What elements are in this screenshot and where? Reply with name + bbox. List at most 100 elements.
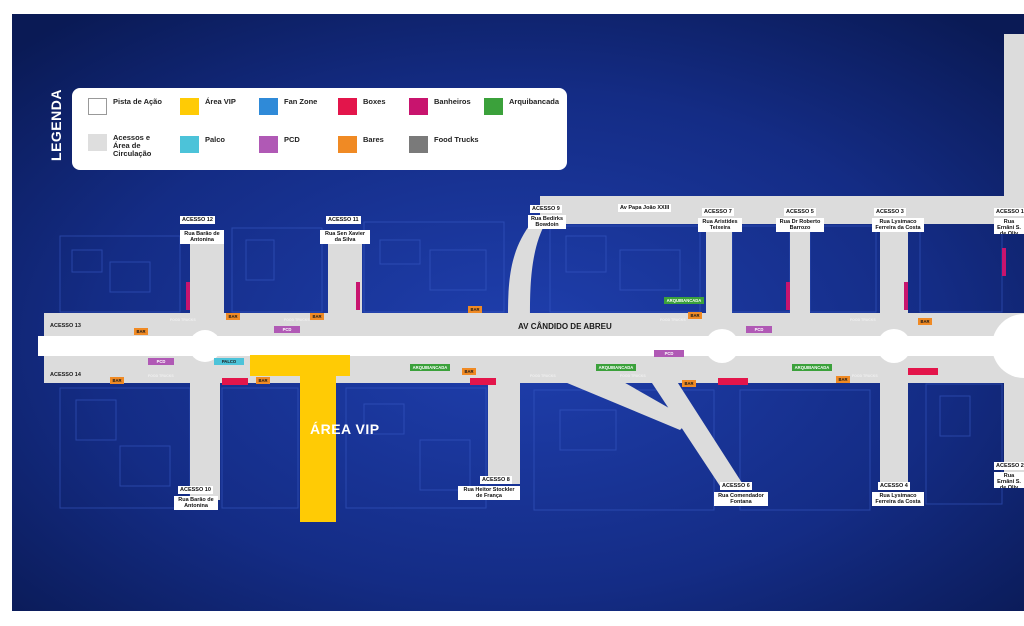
legend-swatch-fanzone (259, 98, 278, 115)
legend-item-palco: Palco (180, 136, 225, 156)
access-2-street: Rua Ernâni S. de Oliv (994, 472, 1024, 488)
boxes-tag[interactable] (908, 368, 938, 375)
building-outlines (59, 221, 1003, 511)
race-track (38, 314, 1024, 378)
legend-swatch-banheiros (409, 98, 428, 115)
bar-tag[interactable]: BAR (682, 380, 696, 387)
bar-tag[interactable]: BAR (836, 376, 850, 383)
bar-tag[interactable]: BAR (918, 318, 932, 325)
legend-label-vip: Área VIP (205, 97, 236, 106)
legend-label-banheiros: Banheiros (434, 97, 471, 106)
boxes-markers (186, 248, 1006, 310)
access-7-street: Rua Aristides Teixeira (698, 218, 742, 232)
legend-item-arquibancada: Arquibancada (484, 98, 559, 118)
access-10-label[interactable]: ACESSO 10 (178, 486, 213, 494)
legend-label-acessos: Acessos e Área de Circulação (113, 133, 152, 158)
access-5-street: Rua Dr Roberto Barrozo (776, 218, 824, 232)
food-trucks-tag: FOOD TRUCKS (620, 374, 646, 378)
boxes-tag[interactable] (222, 378, 248, 385)
legend-item-fanzone: Fan Zone (259, 98, 317, 118)
access-8-street: Rua Heitor Stockler de França (458, 486, 520, 500)
pcd-tag[interactable]: PCD (654, 350, 684, 357)
access-12-street: Rua Barão de Antonina (180, 230, 224, 244)
access-5-label[interactable]: ACESSO 5 (784, 208, 816, 216)
legend-swatch-palco (180, 136, 199, 153)
bar-tag[interactable]: BAR (468, 306, 482, 313)
legend-swatch-bares (338, 136, 357, 153)
palco-tag[interactable]: PALCO (214, 358, 244, 365)
legend-label-arquibancada: Arquibancada (509, 97, 560, 106)
bar-tag[interactable]: BAR (462, 368, 476, 375)
legend-label-pista: Pista de Ação (113, 97, 162, 106)
legend-item-foodtrucks: Food Trucks (409, 136, 479, 156)
access-13-label: ACESSO 13 (50, 323, 81, 329)
access-12-name: ACESSO 12 (182, 217, 213, 223)
access-6-name: ACESSO 6 (722, 483, 750, 489)
legend-label-foodtrucks: Food Trucks (434, 135, 479, 144)
bar-tag[interactable]: BAR (310, 313, 324, 320)
access-10-name: ACESSO 10 (180, 487, 211, 493)
access-8-label[interactable]: ACESSO 8 (480, 476, 512, 484)
legend-item-boxes: Boxes (338, 98, 386, 118)
access-7-name: ACESSO 7 (704, 209, 732, 215)
access-9-street: Rua Bedirks Bowdoin (528, 215, 566, 229)
access-2-name: ACESSO 2 (996, 463, 1024, 469)
access-5-name: ACESSO 5 (786, 209, 814, 215)
pcd-tag[interactable]: PCD (746, 326, 772, 333)
access-14-label: ACESSO 14 (50, 372, 81, 378)
bar-tag[interactable]: BAR (226, 313, 240, 320)
access-8-name: ACESSO 8 (482, 477, 510, 483)
legend-item-vip: Área VIP (180, 98, 236, 118)
access-3-street: Rua Lysimaco Ferreira da Costa (872, 218, 924, 232)
access-4-street: Rua Lysimaco Ferreira da Costa (872, 492, 924, 506)
access-3-label[interactable]: ACESSO 3 (874, 208, 906, 216)
bar-tag[interactable]: BAR (110, 377, 124, 384)
access-3-name: ACESSO 3 (876, 209, 904, 215)
legend-label-fanzone: Fan Zone (284, 97, 318, 106)
access-6-label[interactable]: ACESSO 6 (720, 482, 752, 490)
vip-area[interactable] (250, 355, 350, 522)
access-4-name: ACESSO 4 (880, 483, 908, 489)
food-trucks-tag: FOOD TRUCKS (284, 318, 310, 322)
legend-item-pcd: PCD (259, 136, 300, 156)
access-12-label[interactable]: ACESSO 12 (180, 216, 215, 224)
arquibancada-tag[interactable]: ARQUIBANCADA (410, 364, 450, 371)
access-9-name: ACESSO 9 (532, 206, 560, 212)
legend-label-palco: Palco (205, 135, 226, 144)
access-11-label[interactable]: ACESSO 11 (326, 216, 361, 224)
access-7-label[interactable]: ACESSO 7 (702, 208, 734, 216)
access-1-street: Rua Ernâni S. de Oliv (994, 218, 1024, 234)
food-trucks-tag: FOOD TRUCKS (170, 318, 196, 322)
pcd-tag[interactable]: PCD (148, 358, 174, 365)
legend-swatch-acessos (88, 134, 107, 151)
legend-label-bares: Bares (363, 135, 384, 144)
access-1-name: ACESSO 1 (996, 209, 1024, 215)
arquibancada-tag[interactable]: ARQUIBANCADA (664, 297, 704, 304)
vip-area-label: ÁREA VIP (310, 421, 380, 437)
access-10-street: Rua Barão de Antonina (174, 496, 218, 510)
legend-item-bares: Bares (338, 136, 384, 156)
av-papa-joao-label: Av Papa João XXIII (618, 204, 672, 212)
legend-swatch-arquibancada (484, 98, 503, 115)
access-6-street: Rua Comendador Fontana (714, 492, 768, 506)
access-9-label[interactable]: ACESSO 9 (530, 205, 562, 213)
access-4-label[interactable]: ACESSO 4 (878, 482, 910, 490)
legend-label-pcd: PCD (284, 135, 300, 144)
bar-tag[interactable]: BAR (134, 328, 148, 335)
arquibancada-tag[interactable]: ARQUIBANCADA (792, 364, 832, 371)
boxes-tag[interactable] (470, 378, 496, 385)
arquibancada-tag[interactable]: ARQUIBANCADA (596, 364, 636, 371)
food-trucks-tag: FOOD TRUCKS (852, 374, 878, 378)
food-trucks-tag: FOOD TRUCKS (148, 374, 174, 378)
access-11-name: ACESSO 11 (328, 217, 359, 223)
pcd-tag[interactable]: PCD (274, 326, 300, 333)
legend-swatch-boxes (338, 98, 357, 115)
access-1-label[interactable]: ACESSO 1 (994, 208, 1024, 216)
legend-item-pista: Pista de Ação (88, 98, 162, 118)
boxes-tag[interactable] (718, 378, 748, 385)
access-2-label[interactable]: ACESSO 2 (994, 462, 1024, 470)
bar-tag[interactable]: BAR (688, 312, 702, 319)
bar-tag[interactable]: BAR (256, 377, 270, 384)
avenue-label: AV CÂNDIDO DE ABREU (518, 322, 612, 331)
access-11-street: Rua Sen Xavier da Silva (320, 230, 370, 244)
